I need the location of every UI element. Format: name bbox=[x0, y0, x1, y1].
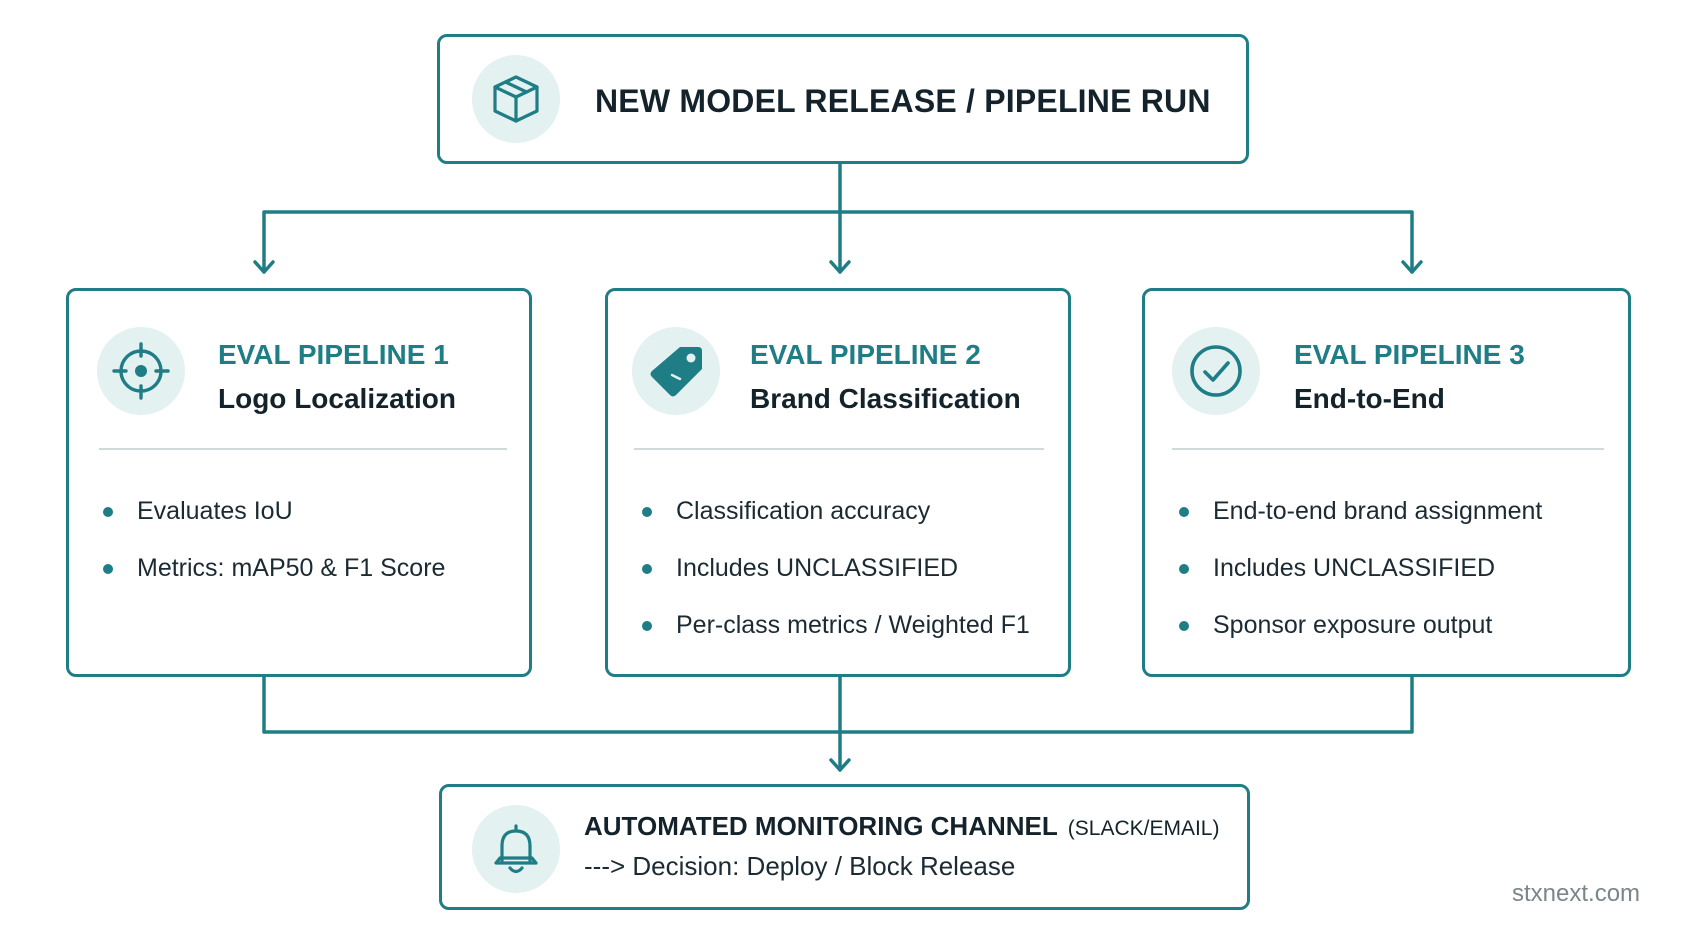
pipeline-3-divider bbox=[1172, 448, 1604, 450]
watermark: stxnext.com bbox=[1512, 880, 1641, 907]
pipeline-1-heading: EVAL PIPELINE 1 bbox=[218, 339, 449, 370]
list-item: Sponsor exposure output bbox=[1175, 597, 1542, 654]
pipeline-2-bullets: Classification accuracy Includes UNCLASS… bbox=[638, 483, 1030, 654]
arrowhead-pipeline-2 bbox=[829, 260, 851, 274]
release-box: NEW MODEL RELEASE / PIPELINE RUN bbox=[437, 34, 1249, 164]
list-item: Includes UNCLASSIFIED bbox=[1175, 540, 1542, 597]
pipeline-2-heading: EVAL PIPELINE 2 bbox=[750, 339, 981, 370]
arrowhead-pipeline-3 bbox=[1401, 260, 1423, 274]
pipeline-card-3: EVAL PIPELINE 3 End-to-End End-to-end br… bbox=[1142, 288, 1631, 677]
monitoring-title-main: AUTOMATED MONITORING CHANNEL bbox=[584, 811, 1058, 841]
pipeline-2-divider bbox=[634, 448, 1044, 450]
tag-icon bbox=[650, 347, 702, 397]
list-item: Per-class metrics / Weighted F1 bbox=[638, 597, 1030, 654]
list-item: Includes UNCLASSIFIED bbox=[638, 540, 1030, 597]
bell-icon bbox=[494, 824, 538, 874]
monitoring-decision: ---> Decision: Deploy / Block Release bbox=[584, 851, 1016, 881]
pipeline-2-subtitle: Brand Classification bbox=[750, 383, 1021, 414]
list-item: Evaluates IoU bbox=[99, 483, 445, 540]
pipeline-2-icon-badge bbox=[632, 327, 720, 415]
monitoring-title: AUTOMATED MONITORING CHANNEL (SLACK/EMAIL… bbox=[584, 811, 1219, 842]
arrowhead-pipeline-1 bbox=[253, 260, 275, 274]
pipeline-3-heading: EVAL PIPELINE 3 bbox=[1294, 339, 1525, 370]
connector-split-line bbox=[262, 210, 1414, 274]
crosshair-icon bbox=[112, 342, 170, 400]
pipeline-1-subtitle: Logo Localization bbox=[218, 383, 456, 414]
monitoring-icon-badge bbox=[472, 805, 560, 893]
monitoring-title-channels: (SLACK/EMAIL) bbox=[1067, 817, 1220, 840]
arrowhead-bottom bbox=[829, 758, 851, 772]
release-title: NEW MODEL RELEASE / PIPELINE RUN bbox=[595, 83, 1211, 119]
pipeline-3-bullets: End-to-end brand assignment Includes UNC… bbox=[1175, 483, 1542, 654]
pipeline-card-2: EVAL PIPELINE 2 Brand Classification Cla… bbox=[605, 288, 1071, 677]
pipeline-card-1: EVAL PIPELINE 1 Logo Localization Evalua… bbox=[66, 288, 532, 677]
connector-merge-line bbox=[262, 674, 1414, 734]
list-item: Metrics: mAP50 & F1 Score bbox=[99, 540, 445, 597]
pipeline-1-icon-badge bbox=[97, 327, 185, 415]
check-circle-icon bbox=[1190, 345, 1242, 397]
list-item: End-to-end brand assignment bbox=[1175, 483, 1542, 540]
pipeline-1-divider bbox=[99, 448, 507, 450]
pipeline-3-subtitle: End-to-End bbox=[1294, 383, 1445, 414]
pipeline-1-bullets: Evaluates IoU Metrics: mAP50 & F1 Score bbox=[99, 483, 445, 597]
list-item: Classification accuracy bbox=[638, 483, 1030, 540]
monitoring-box: AUTOMATED MONITORING CHANNEL (SLACK/EMAIL… bbox=[439, 784, 1250, 910]
release-icon-badge bbox=[472, 55, 560, 143]
pipeline-3-icon-badge bbox=[1172, 327, 1260, 415]
package-icon bbox=[493, 75, 539, 123]
